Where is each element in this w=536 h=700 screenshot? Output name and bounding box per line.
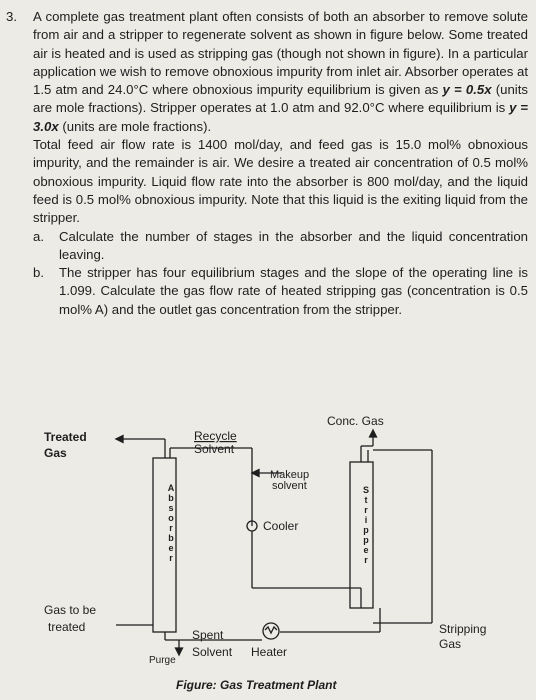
absorber-letter: o bbox=[168, 513, 174, 523]
stripper-letter: e bbox=[363, 545, 368, 555]
mid-text: (units are mole fractions). Stripper ope… bbox=[33, 82, 528, 116]
part-a-label: a. bbox=[33, 228, 44, 244]
part-b-text: The stripper has four equilibrium stages… bbox=[59, 265, 528, 317]
absorber-letter: e bbox=[168, 543, 173, 553]
conc-gas-arrow bbox=[368, 428, 378, 438]
stripper-letter: i bbox=[365, 515, 368, 525]
gas-treatment-plant-diagram: Conc. Gas Treated Gas Recycle Solvent Ma… bbox=[44, 414, 486, 692]
absorber-letter: s bbox=[168, 503, 173, 513]
makeup-label-1: Makeup bbox=[270, 469, 309, 481]
question-paragraph-1: A complete gas treatment plant often con… bbox=[33, 8, 528, 136]
stripping-gas-label-1: Stripping bbox=[439, 622, 486, 636]
makeup-solvent-arrow bbox=[250, 468, 260, 478]
purge-label: Purge bbox=[149, 655, 176, 666]
gas-to-be-treated-label-2: treated bbox=[48, 620, 85, 634]
stripper-letter: r bbox=[364, 505, 368, 515]
cooler-label: Cooler bbox=[263, 519, 298, 533]
absorber-equilibrium: y = 0.5x bbox=[442, 82, 492, 98]
stripper-letter: t bbox=[365, 495, 368, 505]
absorber-letter: r bbox=[169, 553, 173, 563]
question-number: 3. bbox=[6, 9, 17, 24]
part-b-label: b. bbox=[33, 265, 44, 281]
question-body: A complete gas treatment plant often con… bbox=[33, 8, 528, 319]
treated-gas-arrow bbox=[114, 434, 124, 444]
stripper-equilibrium: y = 3.0x bbox=[33, 100, 528, 134]
absorber-letter: r bbox=[169, 523, 173, 533]
stripper-letter: p bbox=[363, 525, 369, 535]
figure-caption: Figure: Gas Treatment Plant bbox=[176, 678, 337, 692]
end-text: (units are mole fractions). bbox=[62, 118, 212, 134]
spent-solvent-label: Solvent bbox=[192, 645, 233, 659]
treated-gas-label-1: Treated bbox=[44, 430, 87, 444]
stripper-letter: r bbox=[364, 555, 368, 565]
part-b: b. The stripper has four equilibrium sta… bbox=[33, 264, 528, 319]
absorber-letter: b bbox=[168, 533, 174, 543]
recycle-label: Recycle bbox=[194, 429, 237, 443]
solvent-label: Solvent bbox=[194, 442, 235, 456]
stripper-label: S t r i p p e r bbox=[363, 485, 369, 565]
makeup-label-2: solvent bbox=[272, 480, 307, 492]
purge-arrow bbox=[174, 647, 184, 657]
absorber-label: A b s o r b e r bbox=[168, 483, 175, 563]
part-a-text: Calculate the number of stages in the ab… bbox=[59, 228, 528, 262]
question-paragraph-2: Total feed air flow rate is 1400 mol/day… bbox=[33, 137, 528, 226]
part-a: a. Calculate the number of stages in the… bbox=[33, 228, 528, 265]
absorber-letter: b bbox=[168, 493, 174, 503]
absorber-letter: A bbox=[168, 483, 175, 493]
intro-text: A complete gas treatment plant often con… bbox=[33, 9, 528, 98]
stripping-gas-label-2: Gas bbox=[439, 637, 461, 651]
gas-to-be-treated-label-1: Gas to be bbox=[44, 603, 96, 617]
stripper-letter: p bbox=[363, 535, 369, 545]
conc-gas-label: Conc. Gas bbox=[327, 414, 384, 428]
heater-label: Heater bbox=[251, 645, 287, 659]
heater-symbol bbox=[262, 622, 280, 640]
stripper-column bbox=[349, 461, 374, 609]
spent-label: Spent bbox=[192, 628, 224, 642]
treated-gas-label-2: Gas bbox=[44, 446, 67, 460]
stripper-letter: S bbox=[363, 485, 369, 495]
